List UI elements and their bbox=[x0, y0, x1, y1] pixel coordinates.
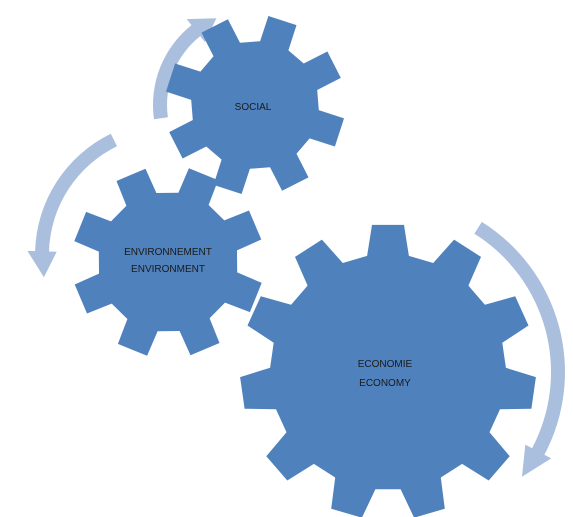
economy-cycle-arrow-icon bbox=[474, 221, 565, 477]
environment-gear-label-line1: ENVIRONNEMENT bbox=[124, 247, 212, 258]
environment-gear bbox=[74, 168, 262, 356]
economy-gear-label-line2: ECONOMY bbox=[359, 378, 411, 389]
economy-gear bbox=[240, 224, 536, 517]
social-gear bbox=[166, 16, 344, 194]
environment-gear-label-line2: ENVIRONMENT bbox=[131, 264, 205, 275]
environment-cycle-arrow-icon bbox=[27, 133, 117, 278]
economy-gear-label-line1: ECONOMIE bbox=[358, 359, 413, 370]
social-gear-label: SOCIAL bbox=[235, 102, 272, 113]
